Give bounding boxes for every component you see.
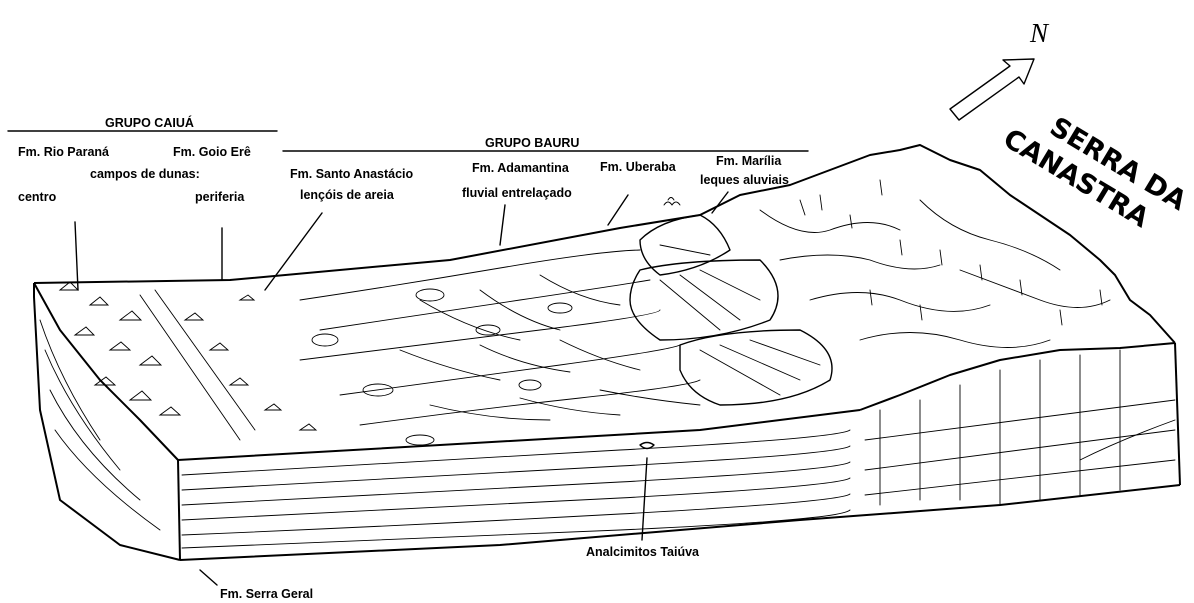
basement-blocks [865,350,1175,505]
north-arrow-icon [950,59,1034,120]
group-caiua-label: GRUPO CAIUÁ [105,115,194,130]
label-centro: centro [18,190,57,204]
label-periferia: periferia [195,190,245,204]
label-analcimitos: Analcimitos Taiúva [586,545,700,559]
label-rio-parana: Fm. Rio Paraná [18,145,109,159]
fluvial-channels [300,250,700,445]
label-campos-dunas: campos de dunas: [90,167,200,181]
label-serra-geral: Fm. Serra Geral [220,587,313,601]
label-santo-anastacio: Fm. Santo Anastácio [290,167,414,181]
label-marilia: Fm. Marília [716,154,782,168]
label-leques: leques aluviais [700,173,789,187]
serra-da-canastra-label: SERRA DA CANASTRA [998,94,1192,246]
label-goio-ere: Fm. Goio Erê [173,145,251,159]
mountain-ridges [760,180,1110,348]
label-fluvial: fluvial entrelaçado [462,186,572,200]
north-letter: N [1029,18,1050,48]
label-uberaba: Fm. Uberaba [600,160,677,174]
label-adamantina: Fm. Adamantina [472,161,570,175]
group-bauru-label: GRUPO BAURU [485,136,579,150]
leader-lines [75,192,728,585]
label-lencois: lençóis de areia [300,188,395,202]
block-outline [34,145,1180,560]
dune-field [60,282,316,440]
front-strata [40,320,850,548]
